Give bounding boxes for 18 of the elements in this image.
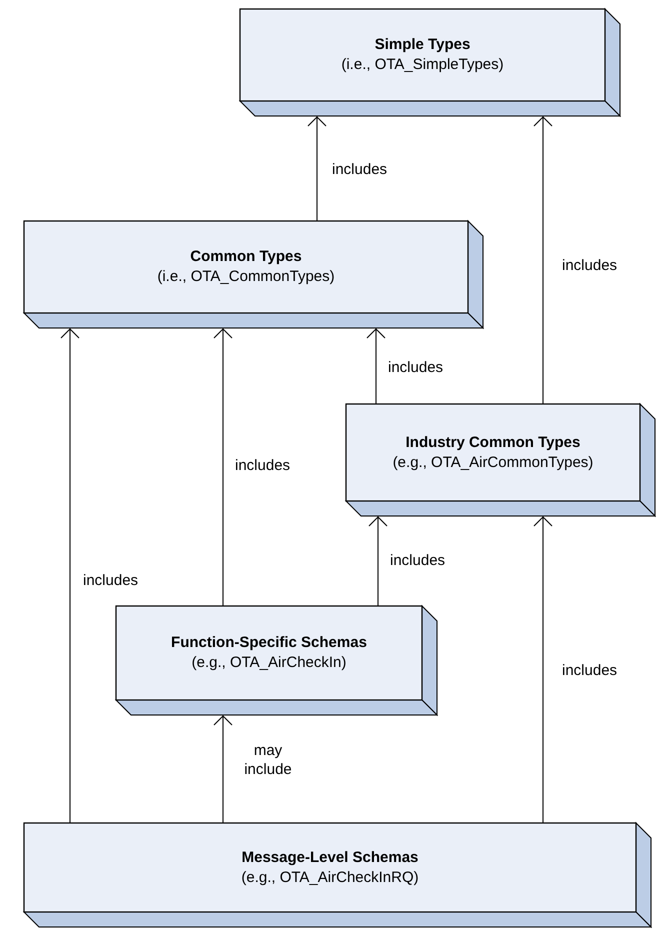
box-subtitle: (e.g., OTA_AirCheckIn) xyxy=(192,653,346,673)
box-title: Function-Specific Schemas xyxy=(171,633,367,653)
arrow xyxy=(308,116,326,222)
arrow xyxy=(534,516,552,824)
box-subtitle: (e.g., OTA_AirCommonTypes) xyxy=(392,452,594,472)
box-subtitle: (i.e., OTA_CommonTypes) xyxy=(157,267,335,287)
box-subtitle: (i.e., OTA_SimpleTypes) xyxy=(341,55,504,75)
box-title: Simple Types xyxy=(374,35,470,55)
arrow xyxy=(60,328,80,824)
box-subtitle: (e.g., OTA_AirCheckInRQ) xyxy=(241,868,419,888)
arrow xyxy=(366,328,386,404)
arrow xyxy=(214,716,232,824)
arrow xyxy=(214,328,232,606)
arrow xyxy=(368,516,388,606)
box-title: Message-Level Schemas xyxy=(242,848,418,868)
arrow xyxy=(534,116,552,404)
box-title: Common Types xyxy=(190,247,302,267)
box-title: Industry Common Types xyxy=(406,432,580,452)
